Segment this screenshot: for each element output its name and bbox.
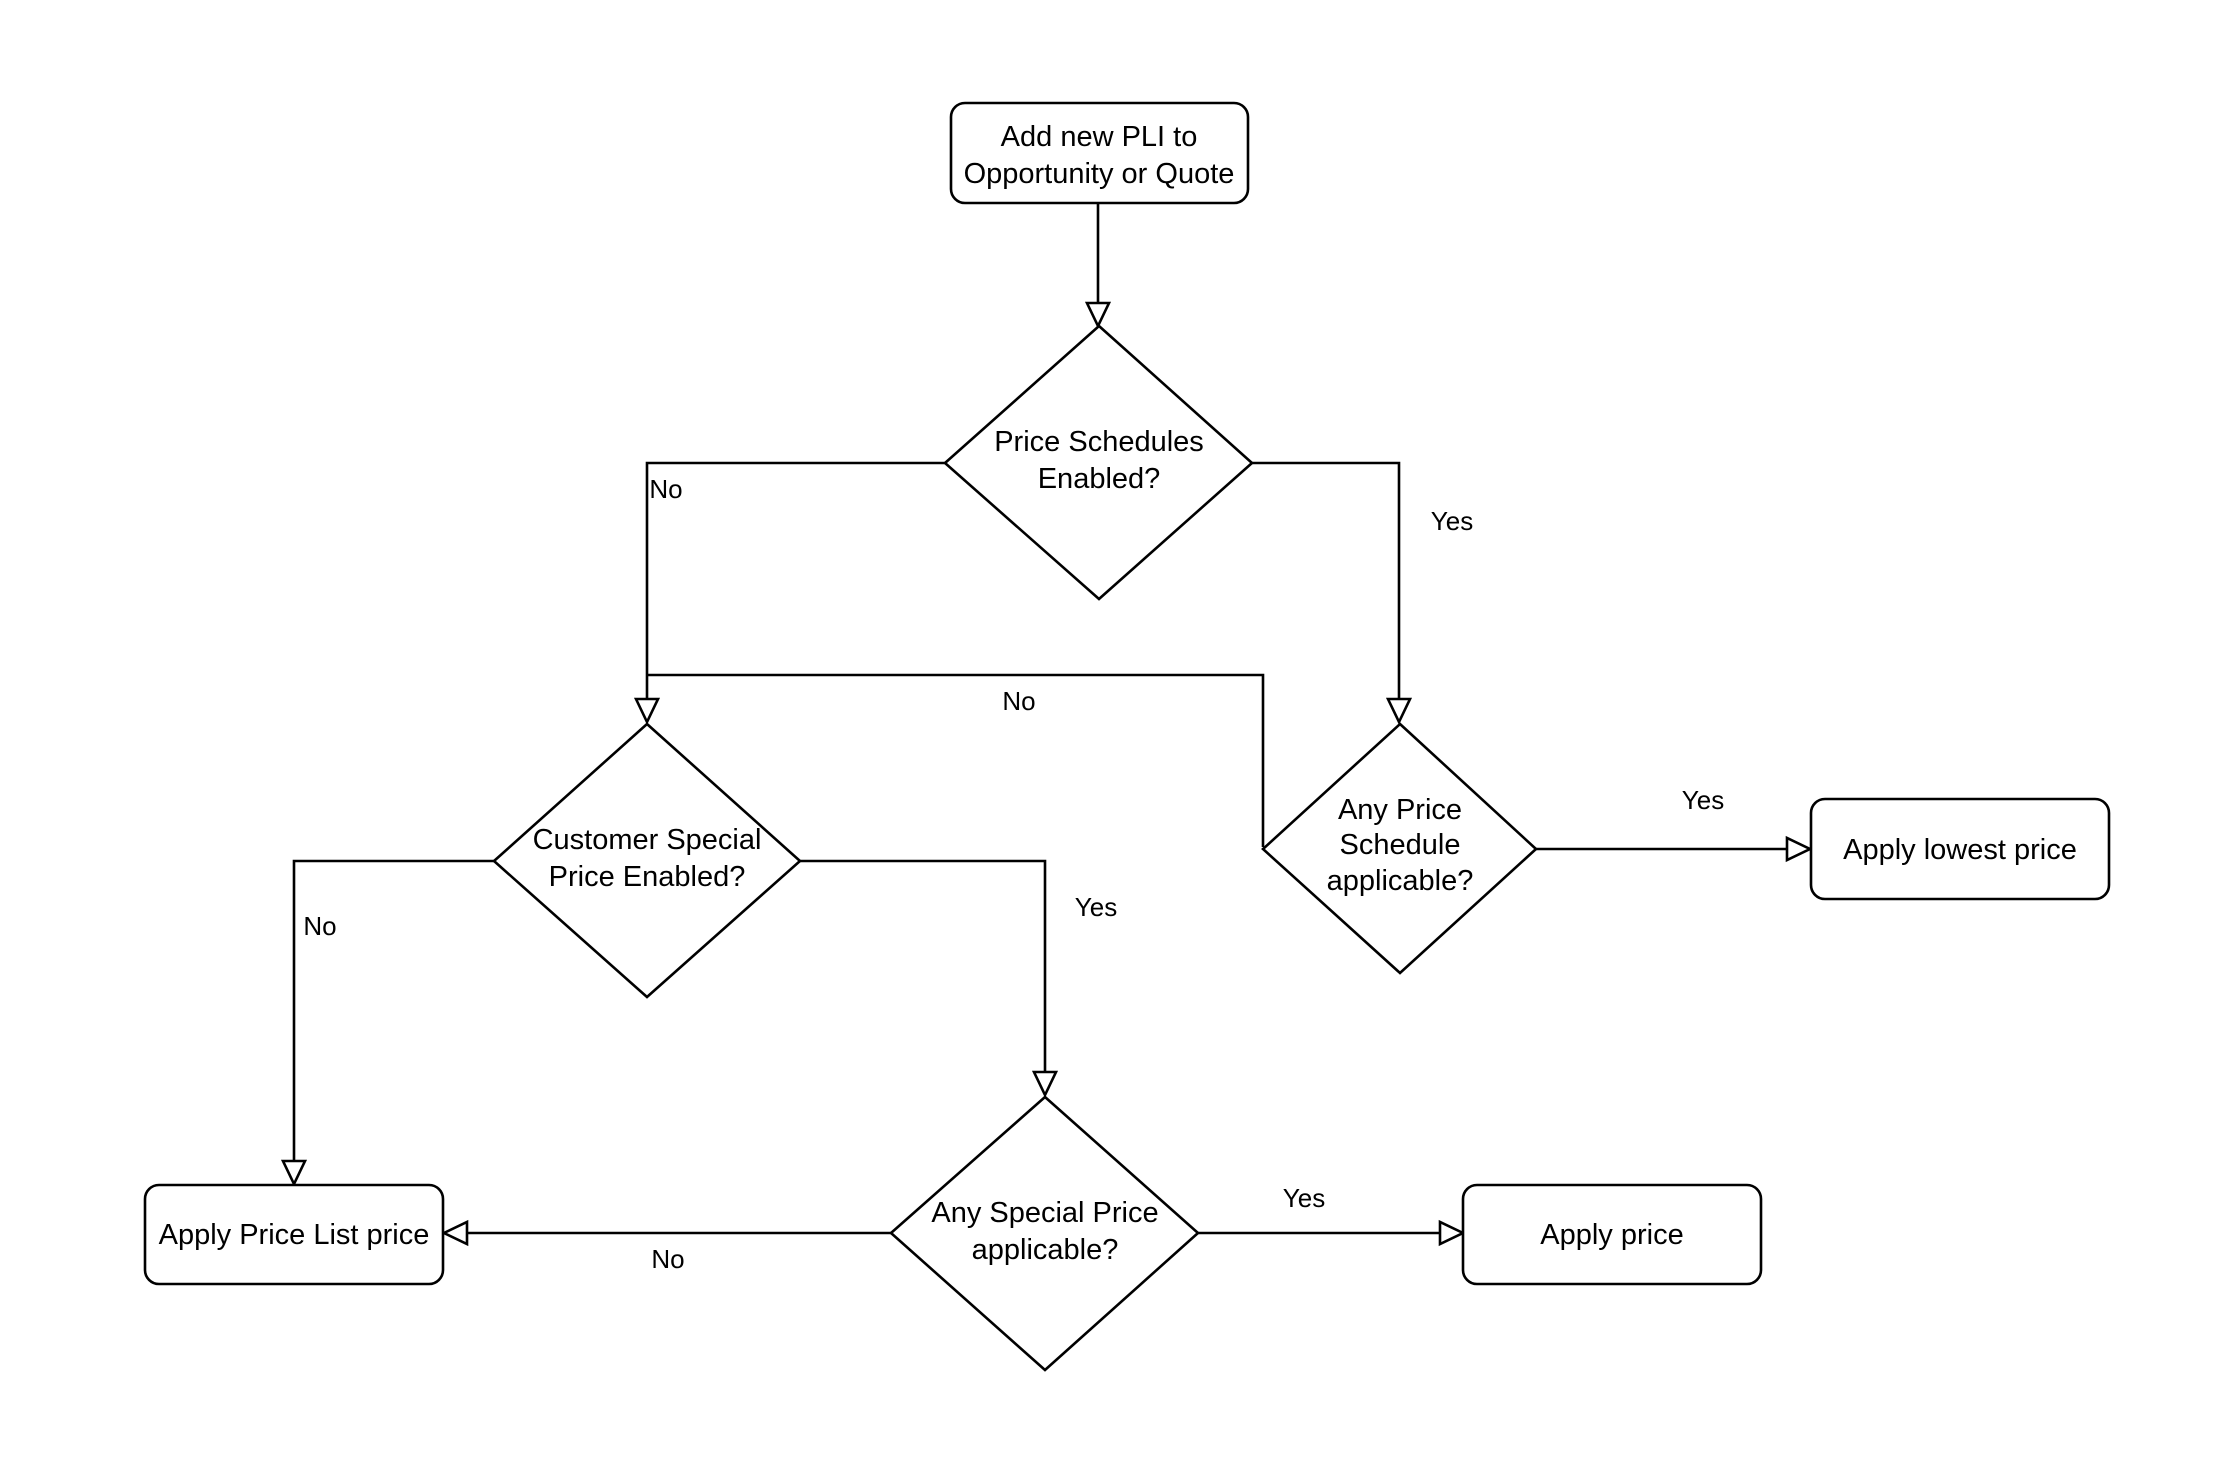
any-special-price-applicable-decision	[889, 1095, 1200, 1372]
apply-price-node	[1461, 1183, 1763, 1286]
arrowhead-apply-price-list	[280, 1159, 308, 1188]
apply-lowest-price-label: Apply lowest price	[1843, 834, 2077, 866]
arrowhead-apply-lowest-price	[1785, 835, 1814, 863]
edge-label-price-schedules-yes: Yes	[1431, 506, 1473, 536]
customer-special-price-enabled-line-2: Price Enabled?	[549, 861, 746, 893]
apply-lowest-price-node	[1809, 797, 2111, 901]
arrowhead-price-schedules	[1084, 301, 1112, 330]
any-special-price-applicable-line-1: Any Special Price	[931, 1197, 1158, 1229]
price-schedules-enabled-decision	[943, 324, 1254, 601]
customer-special-price-enabled-line-1: Customer Special	[533, 824, 762, 856]
arrowhead-customer-special	[633, 697, 661, 726]
edge-label-price-schedules-no: No	[649, 474, 682, 504]
edge-customer-special-no	[292, 859, 494, 1161]
edge-label-any-special-price-no: No	[651, 1244, 684, 1274]
edge-label-any-price-schedule-yes: Yes	[1682, 785, 1724, 815]
start-node	[949, 101, 1250, 205]
apply-price-list-price-node	[143, 1183, 445, 1286]
arrowhead-apply-price	[1438, 1219, 1467, 1247]
edge-label-any-special-price-yes: Yes	[1283, 1183, 1325, 1213]
any-price-schedule-applicable-line-3: applicable?	[1327, 865, 1474, 897]
start-node-line-2: Opportunity or Quote	[964, 158, 1235, 190]
apply-price-list-price-label: Apply Price List price	[159, 1219, 430, 1251]
edge-label-customer-special-no: No	[303, 911, 336, 941]
start-node-line-1: Add new PLI to	[1001, 121, 1198, 153]
arrowhead-any-special-price	[1031, 1070, 1059, 1099]
edge-price-schedules-yes	[1252, 461, 1401, 699]
edge-customer-special-yes	[800, 859, 1047, 1072]
edge-label-customer-special-yes: Yes	[1075, 892, 1117, 922]
any-price-schedule-applicable-line-2: Schedule	[1340, 829, 1461, 861]
edge-label-any-price-schedule-no: No	[1002, 686, 1035, 716]
any-price-schedule-applicable-decision	[1261, 722, 1538, 975]
price-schedules-enabled-line-1: Price Schedules	[994, 426, 1204, 458]
arrowhead-apply-price-list-left	[440, 1219, 469, 1247]
any-special-price-applicable-line-2: applicable?	[972, 1234, 1119, 1266]
edge-price-schedules-no	[645, 461, 945, 699]
arrowhead-any-price-schedule	[1385, 697, 1413, 726]
apply-price-label: Apply price	[1540, 1219, 1683, 1251]
any-price-schedule-applicable-line-1: Any Price	[1338, 794, 1462, 826]
customer-special-price-enabled-decision	[492, 722, 802, 999]
price-schedules-enabled-line-2: Enabled?	[1038, 463, 1161, 495]
edge-any-price-schedule-no	[647, 673, 1265, 847]
